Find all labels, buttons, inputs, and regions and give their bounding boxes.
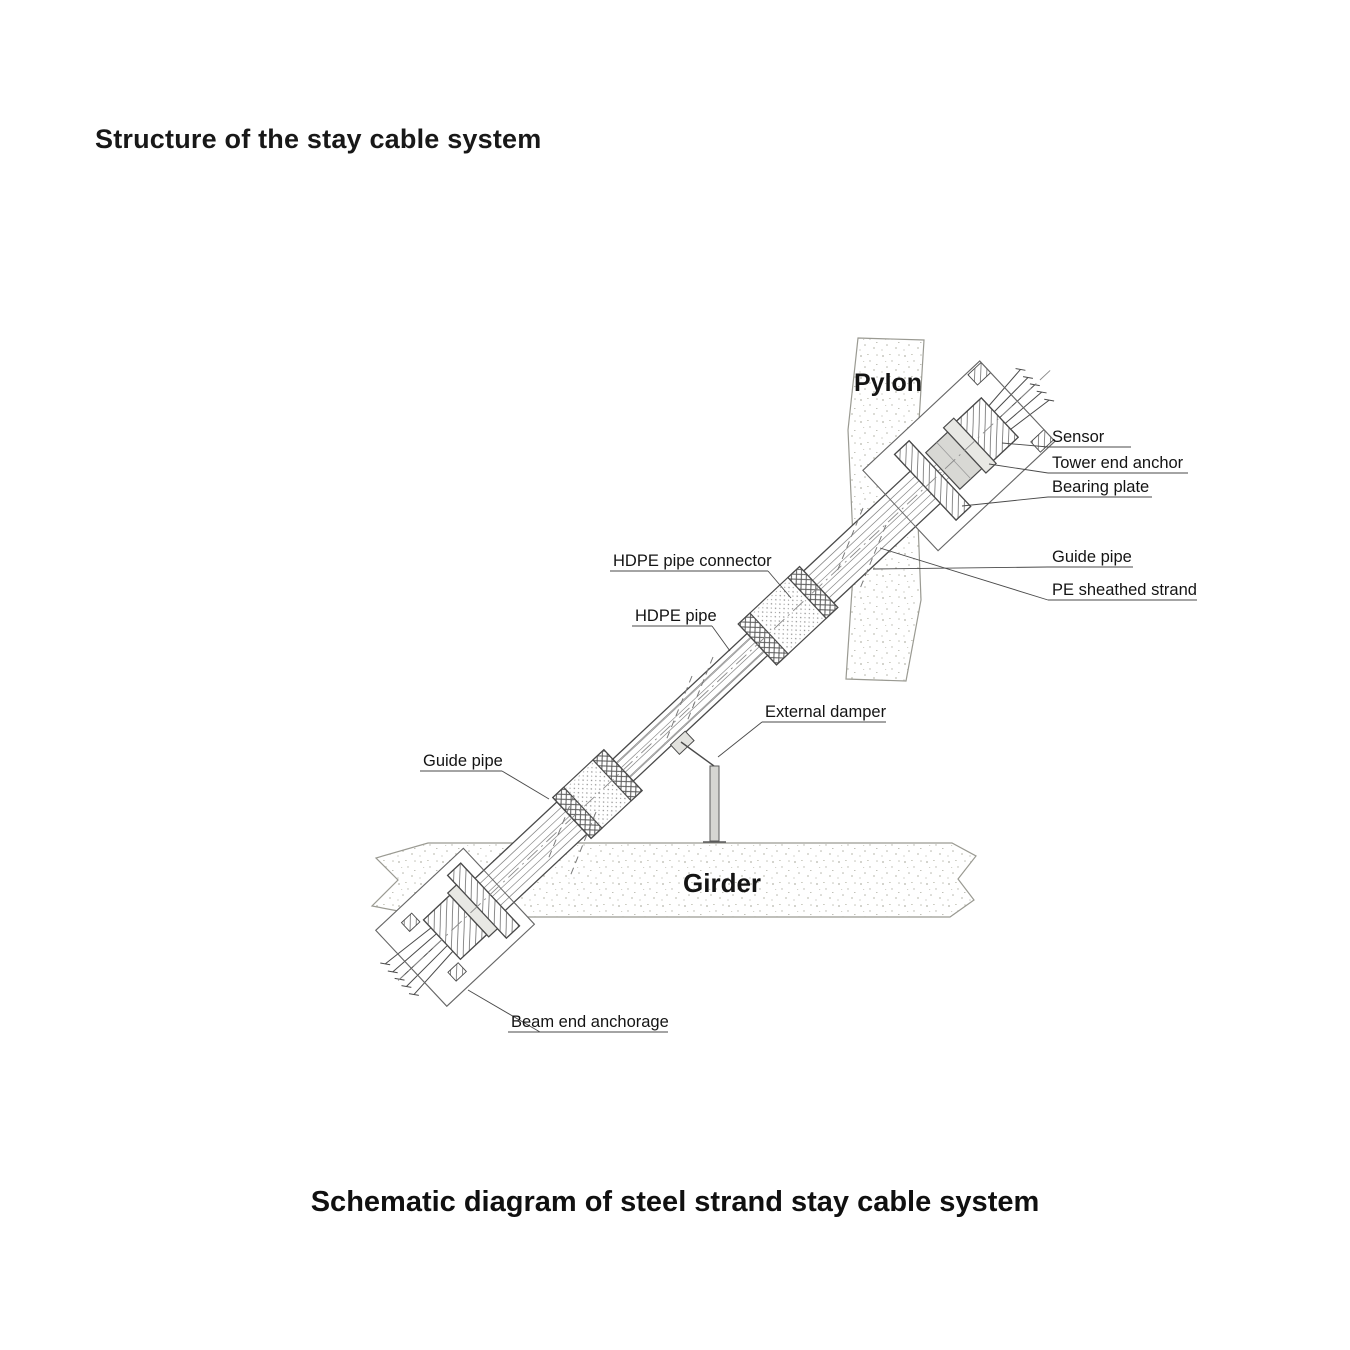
leader-hdpe-pipe <box>632 625 731 652</box>
hdpe-pipe-label: HDPE pipe <box>635 607 717 625</box>
leader-tower-end-anchor <box>988 463 1188 474</box>
sensor-label: Sensor <box>1052 428 1105 446</box>
corner-plate-bottom-a <box>447 962 467 982</box>
bearing-plate-label: Bearing plate <box>1052 478 1149 496</box>
page-title: Structure of the stay cable system <box>95 124 542 154</box>
cable-centerline <box>397 370 1051 981</box>
external-damper-strut <box>680 741 726 843</box>
pe-sheathed-strand-label: PE sheathed strand <box>1052 581 1197 599</box>
cable-assembly <box>375 360 1056 1007</box>
girder-label: Girder <box>683 868 761 898</box>
corner-plate-bottom-b <box>400 912 421 933</box>
pylon-label: Pylon <box>854 369 922 397</box>
hdpe-pipe-shape <box>611 632 769 783</box>
guide-pipe-upper-label: Guide pipe <box>1052 548 1132 566</box>
leader-guide-pipe-lower <box>420 770 550 800</box>
leader-hdpe-pipe-connector <box>610 570 792 599</box>
leader-sensor <box>1001 442 1131 448</box>
figure-caption: Schematic diagram of steel strand stay c… <box>310 1186 1040 1218</box>
leader-bearing-plate <box>961 496 1152 507</box>
guide-pipe-lower-label: Guide pipe <box>423 752 503 770</box>
leader-beam-end-anchorage <box>467 989 668 1033</box>
leader-pe-sheathed-strand <box>879 547 1197 601</box>
tower-end-anchor-label: Tower end anchor <box>1052 454 1184 472</box>
external-damper-label: External damper <box>765 703 887 721</box>
leader-guide-pipe-upper <box>872 566 1133 570</box>
leader-external-damper <box>717 721 886 758</box>
pipe-break-lines <box>546 507 887 880</box>
beam-end-anchorage-label: Beam end anchorage <box>511 1013 669 1031</box>
pe-sheathed-strand-lines <box>435 428 988 947</box>
hdpe-pipe-connector-label: HDPE pipe connector <box>613 552 772 570</box>
